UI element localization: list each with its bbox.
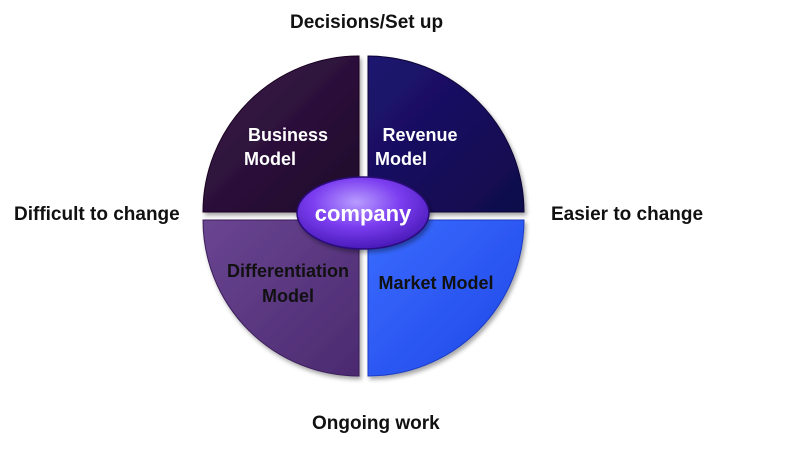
top-axis-label: Decisions/Set up — [290, 12, 444, 33]
business-model-label-line2: Model — [244, 149, 296, 169]
business-model-label-line1: Business — [248, 125, 328, 145]
quadrant-market-model — [367, 219, 525, 377]
differentiation-model-label-line2: Model — [262, 286, 314, 306]
differentiation-model-label-line1: Differentiation — [227, 261, 349, 281]
quadrant-business-model — [202, 55, 360, 213]
quadrant-revenue-model — [367, 55, 525, 213]
revenue-model-label-line2: Model — [375, 149, 427, 169]
company-label: company — [315, 201, 412, 226]
quadrant-differentiation-model — [202, 219, 360, 377]
left-axis-label: Difficult to change — [14, 204, 180, 225]
company-center-ellipse — [296, 176, 430, 250]
bottom-axis-label: Ongoing work — [312, 413, 440, 434]
market-model-label: Market Model — [378, 273, 493, 293]
right-axis-label: Easier to change — [551, 204, 704, 225]
revenue-model-label-line1: Revenue — [382, 125, 457, 145]
